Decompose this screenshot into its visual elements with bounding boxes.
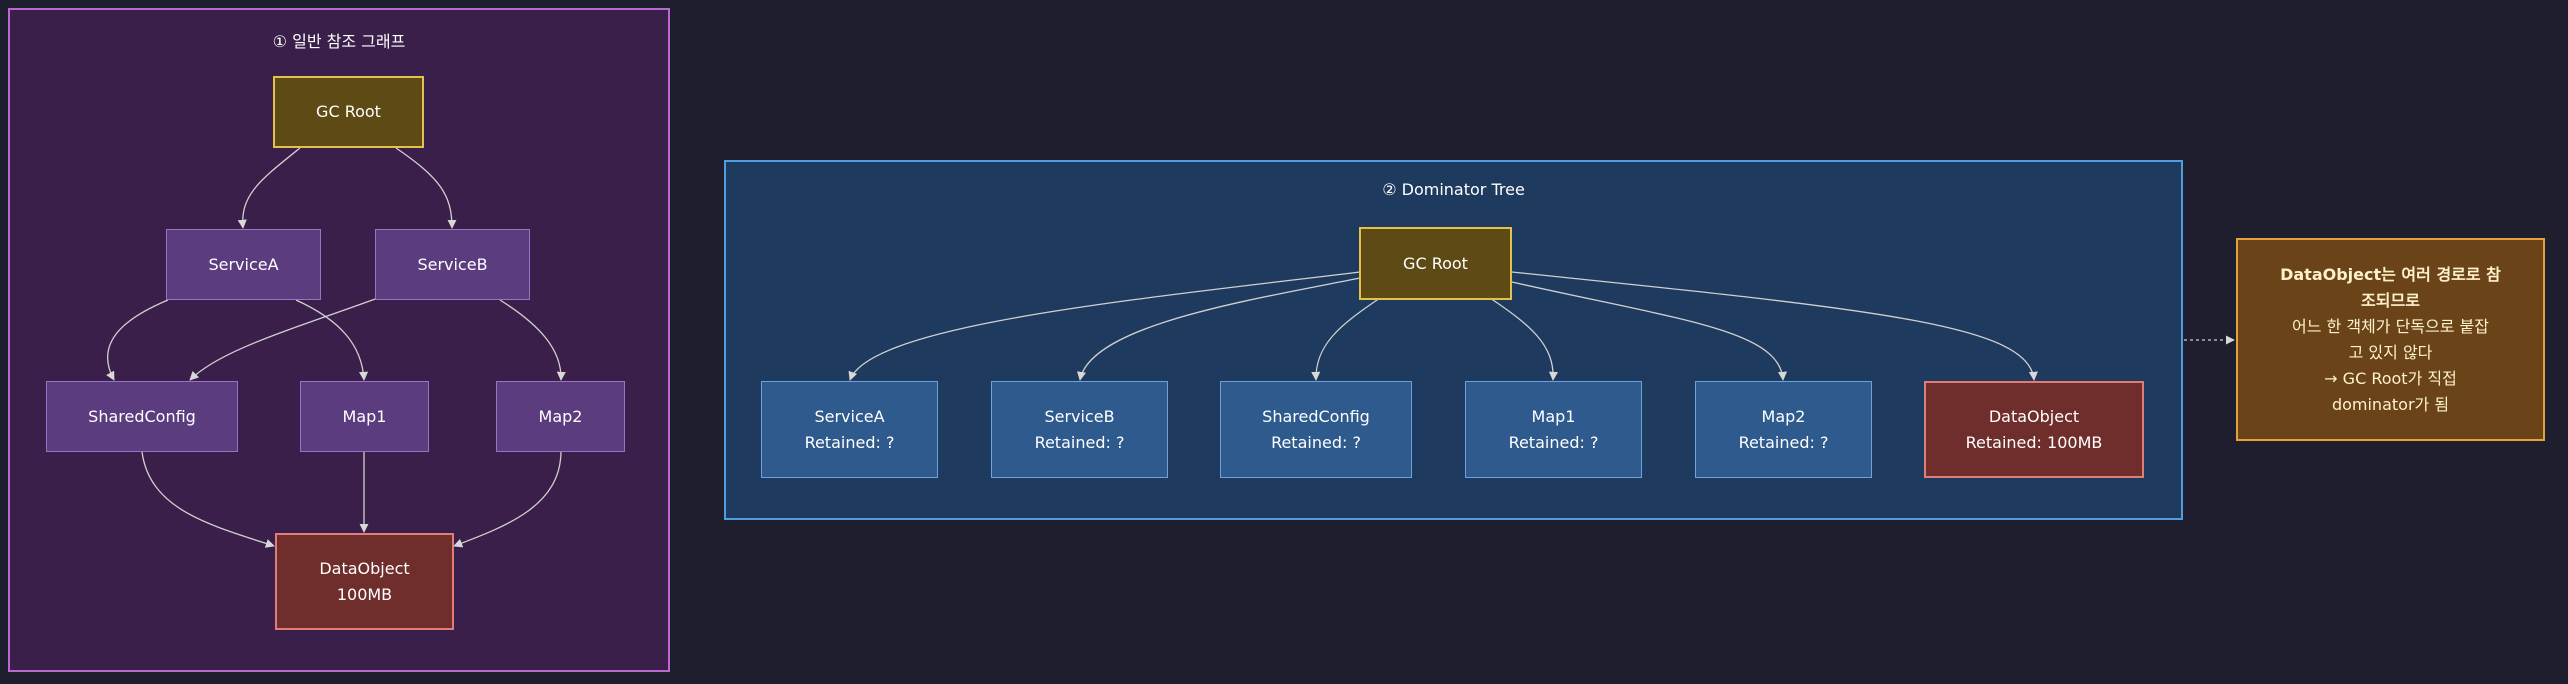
node-service-b[interactable]: ServiceB [375, 229, 530, 300]
edge-root-servicea [237, 147, 301, 229]
explanation-note: DataObject는 여러 경로로 참 조되므로 어느 한 객체가 단독으로 … [2236, 238, 2545, 441]
node-data-object[interactable]: DataObject 100MB [275, 533, 454, 630]
node-service-b-label: ServiceB [417, 254, 488, 274]
dom-node-gc-root[interactable]: GC Root [1359, 227, 1512, 300]
dom-node-map1-label: Map1 [1531, 406, 1576, 426]
edge-dom-root-map1 [1489, 297, 1559, 381]
dom-node-map2-label: Map2 [1761, 406, 1806, 426]
node-data-object-size: 100MB [336, 584, 393, 604]
node-shared-config[interactable]: SharedConfig [46, 381, 238, 452]
edge-serviceb-sharedconfig [189, 297, 379, 381]
dom-node-service-a[interactable]: ServiceA Retained: ? [761, 381, 938, 478]
note-line-4: 고 있지 않다 [2348, 342, 2433, 362]
node-map1[interactable]: Map1 [300, 381, 429, 452]
edge-dom-root-dataobject [1511, 271, 2038, 381]
node-shared-config-label: SharedConfig [88, 406, 196, 426]
node-data-object-label: DataObject [319, 558, 410, 578]
node-service-a[interactable]: ServiceA [166, 229, 321, 300]
edge-dom-root-serviceb [1077, 277, 1361, 381]
node-map1-label: Map1 [342, 406, 387, 426]
dom-node-shared-config-retained: Retained: ? [1271, 432, 1361, 452]
dom-node-data-object-retained: Retained: 100MB [1965, 432, 2103, 452]
dom-node-data-object-label: DataObject [1988, 406, 2080, 426]
node-map2[interactable]: Map2 [496, 381, 625, 452]
edge-map2-dataobject [453, 451, 562, 548]
cluster-dominator-title: ② Dominator Tree [1382, 180, 1525, 199]
note-line-5: → GC Root가 직접 [2324, 368, 2457, 388]
dom-node-map2[interactable]: Map2 Retained: ? [1695, 381, 1872, 478]
dom-node-service-b-retained: Retained: ? [1034, 432, 1125, 452]
edge-servicea-map1 [295, 299, 369, 381]
edge-dom-root-sharedconfig [1311, 297, 1381, 381]
dom-node-service-a-label: ServiceA [814, 406, 885, 426]
node-map2-label: Map2 [538, 406, 583, 426]
node-gc-root[interactable]: GC Root [273, 76, 424, 148]
dom-node-map2-retained: Retained: ? [1738, 432, 1829, 452]
dom-node-shared-config[interactable]: SharedConfig Retained: ? [1220, 381, 1412, 478]
edge-sharedconfig-dataobject [141, 451, 275, 548]
note-line-2: 조되므로 [2361, 290, 2420, 310]
dom-node-service-a-retained: Retained: ? [804, 432, 895, 452]
edge-servicea-sharedconfig [106, 299, 169, 381]
note-line-1: DataObject는 여러 경로로 참 [2280, 264, 2501, 284]
node-service-a-label: ServiceA [208, 254, 279, 274]
dom-node-gc-root-label: GC Root [1403, 253, 1468, 273]
dom-node-map1[interactable]: Map1 Retained: ? [1465, 381, 1642, 478]
node-gc-root-label: GC Root [316, 102, 381, 121]
dom-node-map1-retained: Retained: ? [1508, 432, 1599, 452]
dom-node-shared-config-label: SharedConfig [1262, 406, 1370, 426]
note-line-6: dominator가 됨 [2331, 394, 2450, 414]
edge-serviceb-map2 [499, 299, 566, 381]
note-line-3: 어느 한 객체가 단독으로 붙잡 [2292, 316, 2489, 336]
dom-node-service-b-label: ServiceB [1044, 406, 1115, 426]
dom-node-data-object[interactable]: DataObject Retained: 100MB [1924, 381, 2144, 478]
dom-node-service-b[interactable]: ServiceB Retained: ? [991, 381, 1168, 478]
cluster-general-title: ① 일반 참조 그래프 [272, 32, 406, 51]
edge-dom-root-map2 [1511, 281, 1788, 381]
edge-root-serviceb [395, 147, 457, 229]
edge-dom-root-servicea [848, 271, 1361, 381]
